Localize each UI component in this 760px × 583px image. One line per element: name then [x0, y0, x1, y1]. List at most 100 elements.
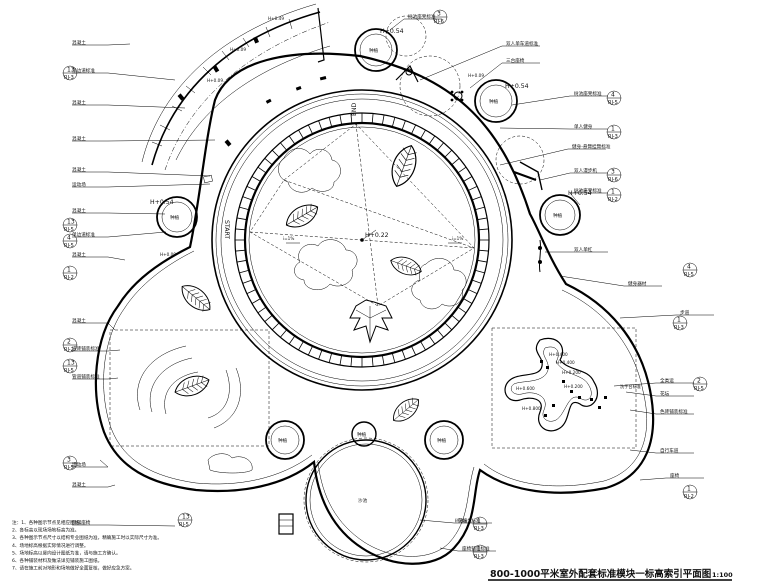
left-callout: 道砖铺装标准 — [72, 345, 121, 352]
left-callout: 混凝土 — [72, 481, 116, 488]
play-level-1: H+0.400 — [549, 352, 568, 357]
note-line: 5、场地标高以竖向设计图纸为准，请与施工方确认。 — [12, 549, 121, 556]
note-line: 注：1、各种图示节点见相应图纸。 — [12, 519, 84, 526]
index-symbols: 13RJ-313RJ-54RJ-51RJ-22RJ-213RJ-53RJ-513… — [62, 9, 708, 560]
index-top: 3 — [67, 457, 71, 464]
right-callout-label: 三台座椅 — [506, 57, 525, 64]
track-end-label: END — [351, 102, 358, 116]
planter-right-top-level: H+0.54 — [505, 83, 529, 90]
left-callout: 阶梯座椅 — [72, 519, 176, 527]
inner-label: 树池座凳标准 — [455, 517, 480, 524]
leaf-pattern — [285, 203, 319, 228]
index-top: 13 — [67, 360, 75, 367]
index-symbol: 3RJ-6 — [432, 9, 448, 25]
planter-right-top-label: 种植 — [489, 98, 499, 105]
right-callout-label: 健身-悬臂挂臂标准 — [572, 143, 611, 150]
slope-right: i=1% — [452, 236, 463, 241]
arc-level-b: H+0.09 — [230, 47, 246, 52]
right-callout-label: 花坛 — [458, 517, 468, 524]
sandpit: 沙池 — [303, 437, 429, 563]
right-callout: 双人单车道标准 — [419, 40, 540, 81]
index-top: 1 — [477, 518, 481, 525]
left-callout-label: 单边道标准 — [72, 231, 95, 238]
play-level-3: H+0.600 — [516, 386, 535, 391]
planter-left-label: 种植 — [170, 214, 180, 221]
right-callout-label: 色砖铺装标准 — [660, 408, 688, 415]
left-callout: 运动场 — [72, 181, 211, 188]
index-bottom: RJ-6 — [608, 177, 618, 183]
right-callout-label: 全类运 — [660, 377, 674, 384]
leaf-pattern — [181, 285, 211, 312]
planter-right-mid-label: 种植 — [553, 212, 563, 219]
planter-bottom-right-label: 种植 — [437, 437, 447, 444]
index-top: 1 — [677, 317, 681, 324]
left-callout-label: 混凝土 — [72, 99, 86, 106]
index-top: 3 — [611, 169, 615, 176]
left-callout: 混凝土 — [72, 166, 211, 177]
left-callout: 混凝土 — [72, 39, 131, 46]
index-top: 4 — [67, 235, 71, 242]
left-callout-label: 运动场 — [72, 461, 86, 468]
scale-text: 1:100 — [712, 571, 733, 579]
right-callout-label: 双人单杠 — [574, 246, 593, 253]
index-bottom: RJ-5 — [64, 243, 74, 249]
play-level-6: H+0.200 — [564, 384, 583, 389]
right-callout-label: 双人漫步机 — [574, 167, 597, 174]
leaf-pattern — [174, 375, 210, 397]
right-callout-label: 单人健身 — [574, 123, 593, 130]
index-symbol: 1RJ-2 — [606, 187, 622, 203]
index-top: 1 — [687, 486, 691, 493]
left-callouts: 混凝土单边道标准混凝土混凝土混凝土运动场混凝土单边道标准混凝土混凝土道砖铺装标准… — [72, 39, 216, 527]
right-callout-label: 花坛 — [660, 390, 670, 397]
sandpit-label: 沙池 — [358, 497, 368, 504]
planter-right-mid-level: H+0.54 — [568, 190, 592, 197]
right-callout-label: 健身器材 — [628, 280, 647, 287]
index-top: 2 — [697, 378, 701, 385]
index-symbol: 4RJ-5 — [606, 90, 622, 106]
right-callout: 全类运 — [613, 377, 694, 387]
left-callout-label: 混凝土 — [72, 251, 86, 258]
index-bottom: RJ-3 — [474, 554, 484, 560]
right-callout-label: 树池座凳标准 — [574, 90, 602, 97]
steps-seat — [278, 513, 294, 535]
left-callout-label: 单边道标准 — [72, 67, 95, 74]
maple-leaf-pattern — [349, 299, 393, 344]
index-bottom: RJ-3 — [64, 75, 74, 81]
left-callout-label: 混凝土 — [72, 135, 86, 142]
index-symbol: 2RJ-5 — [692, 376, 708, 392]
play-level-4: H+0.800 — [522, 406, 541, 411]
right-callout-label: 座椅铺装标准 — [462, 545, 490, 552]
right-callout-label: 树池座凳标准 — [408, 13, 436, 20]
center-level: H+0.22 — [365, 232, 389, 239]
right-callout: 树池座凳标准 — [569, 187, 608, 206]
index-symbol: 3RJ-6 — [606, 167, 622, 183]
index-bottom: RJ-5 — [64, 465, 74, 471]
right-callout: 色砖铺装标准 — [629, 408, 694, 415]
right-callout: 健身器材 — [559, 275, 662, 287]
top-left-arc-path — [141, 3, 331, 184]
planter-left: 种植 H+0.54 — [150, 196, 198, 238]
index-top: 4 — [611, 92, 615, 99]
outer-boundary — [94, 52, 655, 565]
index-bottom: RJ-5 — [684, 272, 694, 278]
left-callout: 混凝土 — [72, 251, 126, 261]
index-symbol: 1RJ-2 — [62, 265, 78, 281]
right-callout: 三台座椅 — [469, 57, 540, 89]
left-callout-label: 管道铺装标准 — [72, 373, 100, 380]
index-bottom: RJ-2 — [684, 494, 694, 500]
index-top: 1 — [67, 267, 71, 274]
planter-bottom-mid: 种植 — [351, 421, 377, 447]
index-symbol: 4RJ-5 — [62, 233, 78, 249]
left-callout: 管道铺装标准 — [72, 373, 119, 380]
note-line: 7、请在施工前对地形和场地做好全面复核，做好应急方案。 — [12, 565, 134, 572]
left-lower-level: H+0.09 — [160, 252, 176, 257]
center-lawn: H+0.22 i=1% i=1% — [249, 123, 475, 310]
leaf-pattern — [390, 256, 422, 276]
left-activity-area — [109, 329, 270, 474]
planter-bottom-right: 种植 — [424, 420, 464, 460]
index-top: 1 — [611, 189, 615, 196]
arc-level-c: H+0.09 — [207, 78, 223, 83]
